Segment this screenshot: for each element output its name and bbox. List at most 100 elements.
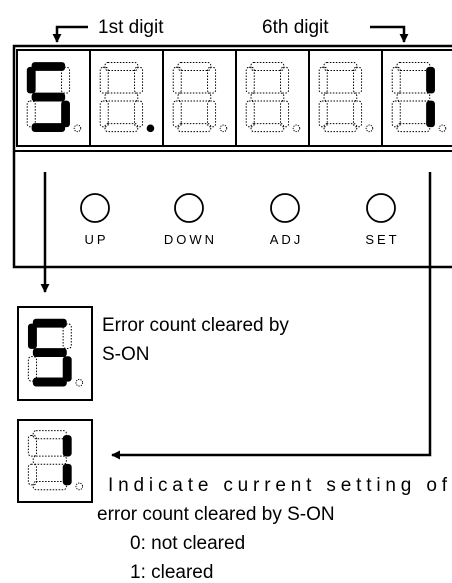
digit-2-segment-c <box>134 100 144 128</box>
up-button[interactable]: UP <box>80 193 110 247</box>
legend2-option1: 1: cleared <box>130 562 213 583</box>
digit-5 <box>308 49 383 147</box>
legend1-digit-frame <box>17 306 93 401</box>
legend2-line2: error count cleared by S-ON <box>97 504 335 525</box>
digit-3-decimal-point <box>219 124 228 133</box>
legend2-option0: 0: not cleared <box>130 533 245 554</box>
legend1-digit-decimal-point <box>75 378 84 387</box>
digit-6-segment-d <box>396 123 431 133</box>
button-row: UP DOWN ADJ SET <box>80 193 399 247</box>
legend2-digit-segment-e <box>27 463 38 486</box>
digit-2-segment-a <box>104 61 139 72</box>
digit-6-segment-c <box>426 100 435 128</box>
down-button[interactable]: DOWN <box>164 193 217 247</box>
digit-5-segment-a <box>323 61 358 72</box>
digit-6-frame <box>381 49 452 147</box>
digit-5-segment-e <box>318 100 328 128</box>
legend2-digit-segment-d <box>32 481 67 491</box>
legend2-digit-segment-c <box>62 463 72 486</box>
digit-3-segment-e <box>172 100 182 128</box>
digit-5-decimal-point <box>365 124 374 133</box>
digit-6-segment-a <box>396 61 431 72</box>
digit-3-segment-a <box>177 61 212 72</box>
digit-6-segment-f <box>391 66 401 94</box>
digit-3 <box>162 49 237 147</box>
set-button-label: SET <box>365 232 399 247</box>
digit-2 <box>89 49 164 147</box>
digit-1-segment-b <box>61 66 71 94</box>
digit-4-segment-e <box>245 100 255 128</box>
digit-3-segment-c <box>207 100 217 128</box>
legend1-digit-segment-g <box>32 348 67 358</box>
sixth-digit-label: 6th digit <box>262 17 329 38</box>
adj-button-circle[interactable] <box>270 193 300 223</box>
adj-button-label: ADJ <box>270 232 304 247</box>
panel-outline <box>12 44 452 269</box>
up-button-circle[interactable] <box>80 193 110 223</box>
digit-1 <box>16 49 91 147</box>
down-button-label: DOWN <box>164 232 217 247</box>
digit-1-segment-e <box>26 100 36 128</box>
legend1-line1: Error count cleared by <box>102 315 289 336</box>
legend1-digit-segment-e <box>27 356 38 382</box>
digit-3-segment-f <box>172 66 182 94</box>
legend1-digit-segment-d <box>32 377 67 387</box>
legend-digit-s <box>17 306 93 401</box>
digit-2-segment-f <box>99 66 109 94</box>
legend2-digit-segment-f <box>27 435 38 457</box>
legend1-digit <box>17 306 93 401</box>
digit-4-segment-a <box>250 61 285 72</box>
digit-1-segment-c <box>61 100 70 128</box>
seven-segment-display <box>16 49 452 147</box>
digit-5-segment-g <box>323 92 358 102</box>
set-button-circle[interactable] <box>366 193 396 223</box>
digit-6 <box>381 49 452 147</box>
digit-4-segment-b <box>280 66 290 94</box>
first-digit-arrow <box>52 25 88 43</box>
digit-1-segment-f <box>26 66 36 94</box>
digit-1-segment-d <box>31 123 66 132</box>
digit-2-segment-b <box>134 66 144 94</box>
legend1-line2: S-ON <box>102 344 150 365</box>
legend-digit-one <box>17 419 93 503</box>
sixth-digit-arrow <box>370 25 409 43</box>
digit-3-segment-b <box>207 66 217 94</box>
digit-4 <box>235 49 310 147</box>
digit-4-segment-d <box>250 123 285 133</box>
legend1-digit-segment-f <box>27 323 37 349</box>
digit-3-segment-d <box>177 123 212 133</box>
legend2-digit <box>17 419 93 503</box>
digit-5-segment-f <box>318 66 328 94</box>
set-button[interactable]: SET <box>365 193 399 247</box>
legend2-digit-segment-g <box>32 455 67 465</box>
legend1-digit-segment-a <box>32 318 67 328</box>
digit-4-segment-g <box>250 92 285 102</box>
digit-5-segment-d <box>323 123 358 133</box>
digit-4-segment-f <box>245 66 255 94</box>
digit-3-segment-g <box>177 92 212 102</box>
up-button-label: UP <box>84 232 108 247</box>
legend2-digit-frame <box>17 419 93 503</box>
digit-1-segment-a <box>31 62 66 71</box>
adj-button[interactable]: ADJ <box>270 193 304 247</box>
digit-5-segment-c <box>353 100 363 128</box>
digit-6-segment-b <box>426 66 435 94</box>
digit-2-decimal-point <box>146 124 155 133</box>
sixth-digit-connector-arrow <box>111 172 432 460</box>
digit-4-segment-c <box>280 100 290 128</box>
digit-1-decimal-point <box>73 124 82 133</box>
digit-1-segment-g <box>31 92 66 102</box>
legend1-digit-segment-b <box>62 323 72 349</box>
digit-2-segment-g <box>104 92 139 102</box>
first-digit-label: 1st digit <box>98 17 164 38</box>
digit-6-decimal-point <box>438 124 447 133</box>
down-button-circle[interactable] <box>174 193 204 223</box>
digit-6-segment-e <box>391 100 401 128</box>
legend2-line1: Indicate current setting of <box>108 475 448 496</box>
digit-4-decimal-point <box>292 124 301 133</box>
legend2-digit-segment-b <box>62 435 72 457</box>
legend2-digit-segment-a <box>32 430 67 440</box>
digit-2-segment-e <box>99 100 109 128</box>
legend1-digit-segment-c <box>62 356 72 382</box>
